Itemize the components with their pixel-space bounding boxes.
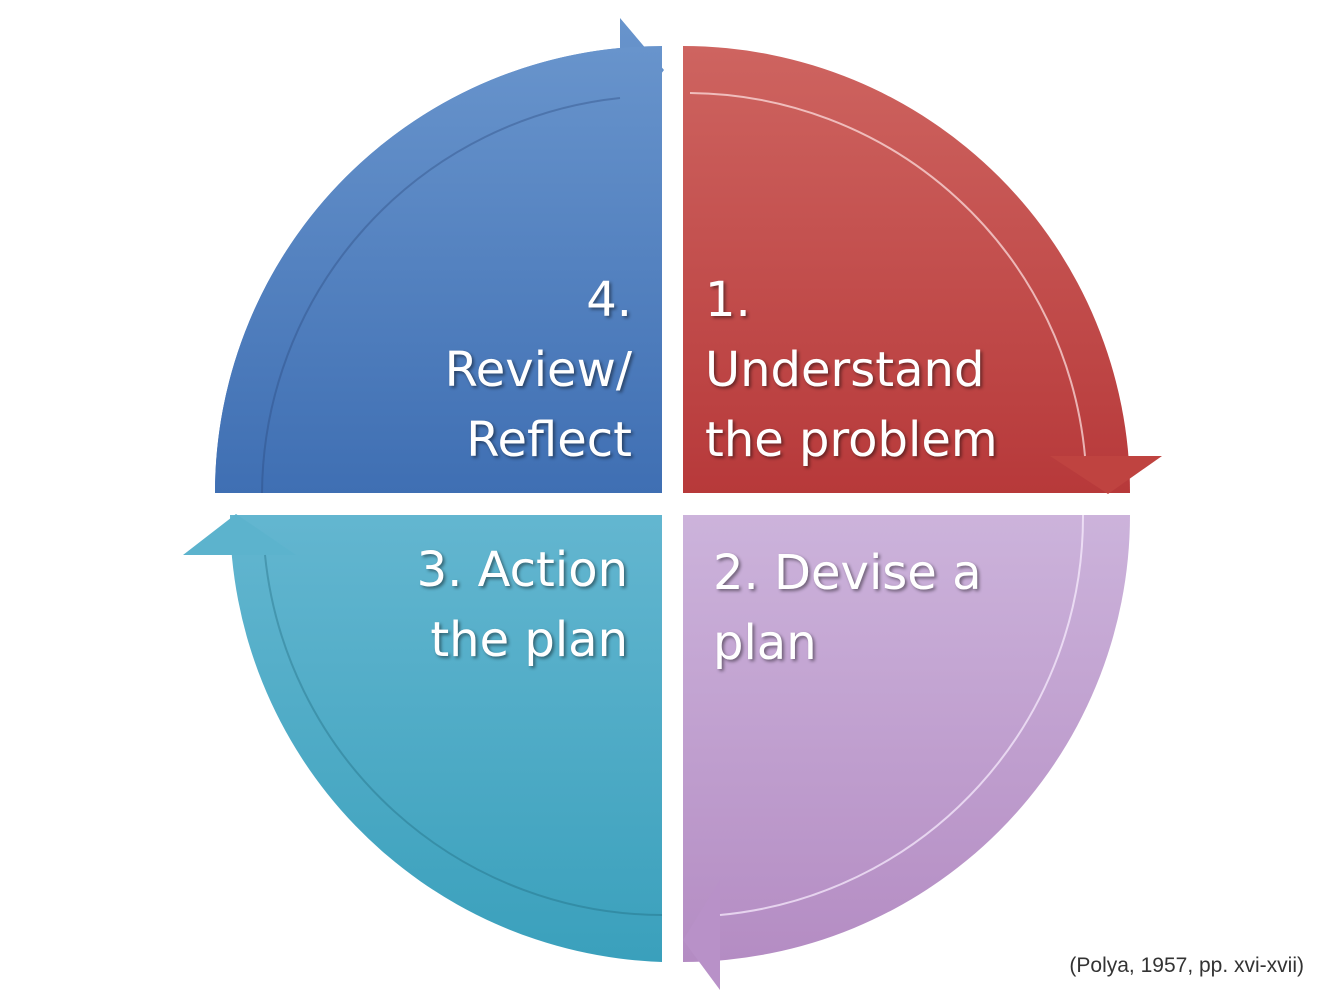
quadrant-understand (683, 46, 1162, 494)
quadrant-action (183, 514, 663, 962)
step-understand-label: 1. Understand the problem (705, 265, 998, 475)
step-devise-label: 2. Devise a plan (713, 538, 982, 678)
step-review-reflect-label: 4. Review/ Reflect (445, 265, 632, 475)
quadrant-devise-track (719, 514, 1085, 916)
quadrant-review-reflect-fill (215, 46, 662, 493)
step-devise-line: 2. Devise a (713, 545, 982, 601)
step-review-reflect-line: Review/ (444, 342, 632, 398)
step-devise-line: plan (713, 615, 817, 671)
step-action-line: 3. Action (416, 542, 628, 598)
quadrant-devise-fill (683, 515, 1130, 962)
quadrant-devise (683, 514, 1130, 990)
quadrant-devise-arrowhead (683, 880, 720, 990)
step-review-reflect-line: 4. (586, 272, 632, 328)
quadrant-action-fill (229, 515, 662, 962)
step-action-label: 3. Action the plan (417, 535, 628, 675)
citation: (Polya, 1957, pp. xvi-xvii) (1069, 954, 1304, 977)
quadrant-understand-arrowhead (1050, 456, 1162, 494)
quadrant-understand-track (689, 92, 1086, 457)
quadrant-review-reflect-track (261, 97, 621, 494)
step-understand-line: Understand (705, 342, 985, 398)
step-action-line: the plan (430, 612, 628, 668)
quadrant-understand-fill (683, 46, 1130, 493)
quadrant-action-arrowhead (183, 514, 296, 555)
step-understand-line: the problem (705, 412, 998, 468)
quadrant-review-reflect (215, 18, 664, 494)
step-review-reflect-line: Reflect (466, 412, 632, 468)
step-understand-line: 1. (705, 272, 751, 328)
quadrant-action-track (264, 554, 663, 916)
